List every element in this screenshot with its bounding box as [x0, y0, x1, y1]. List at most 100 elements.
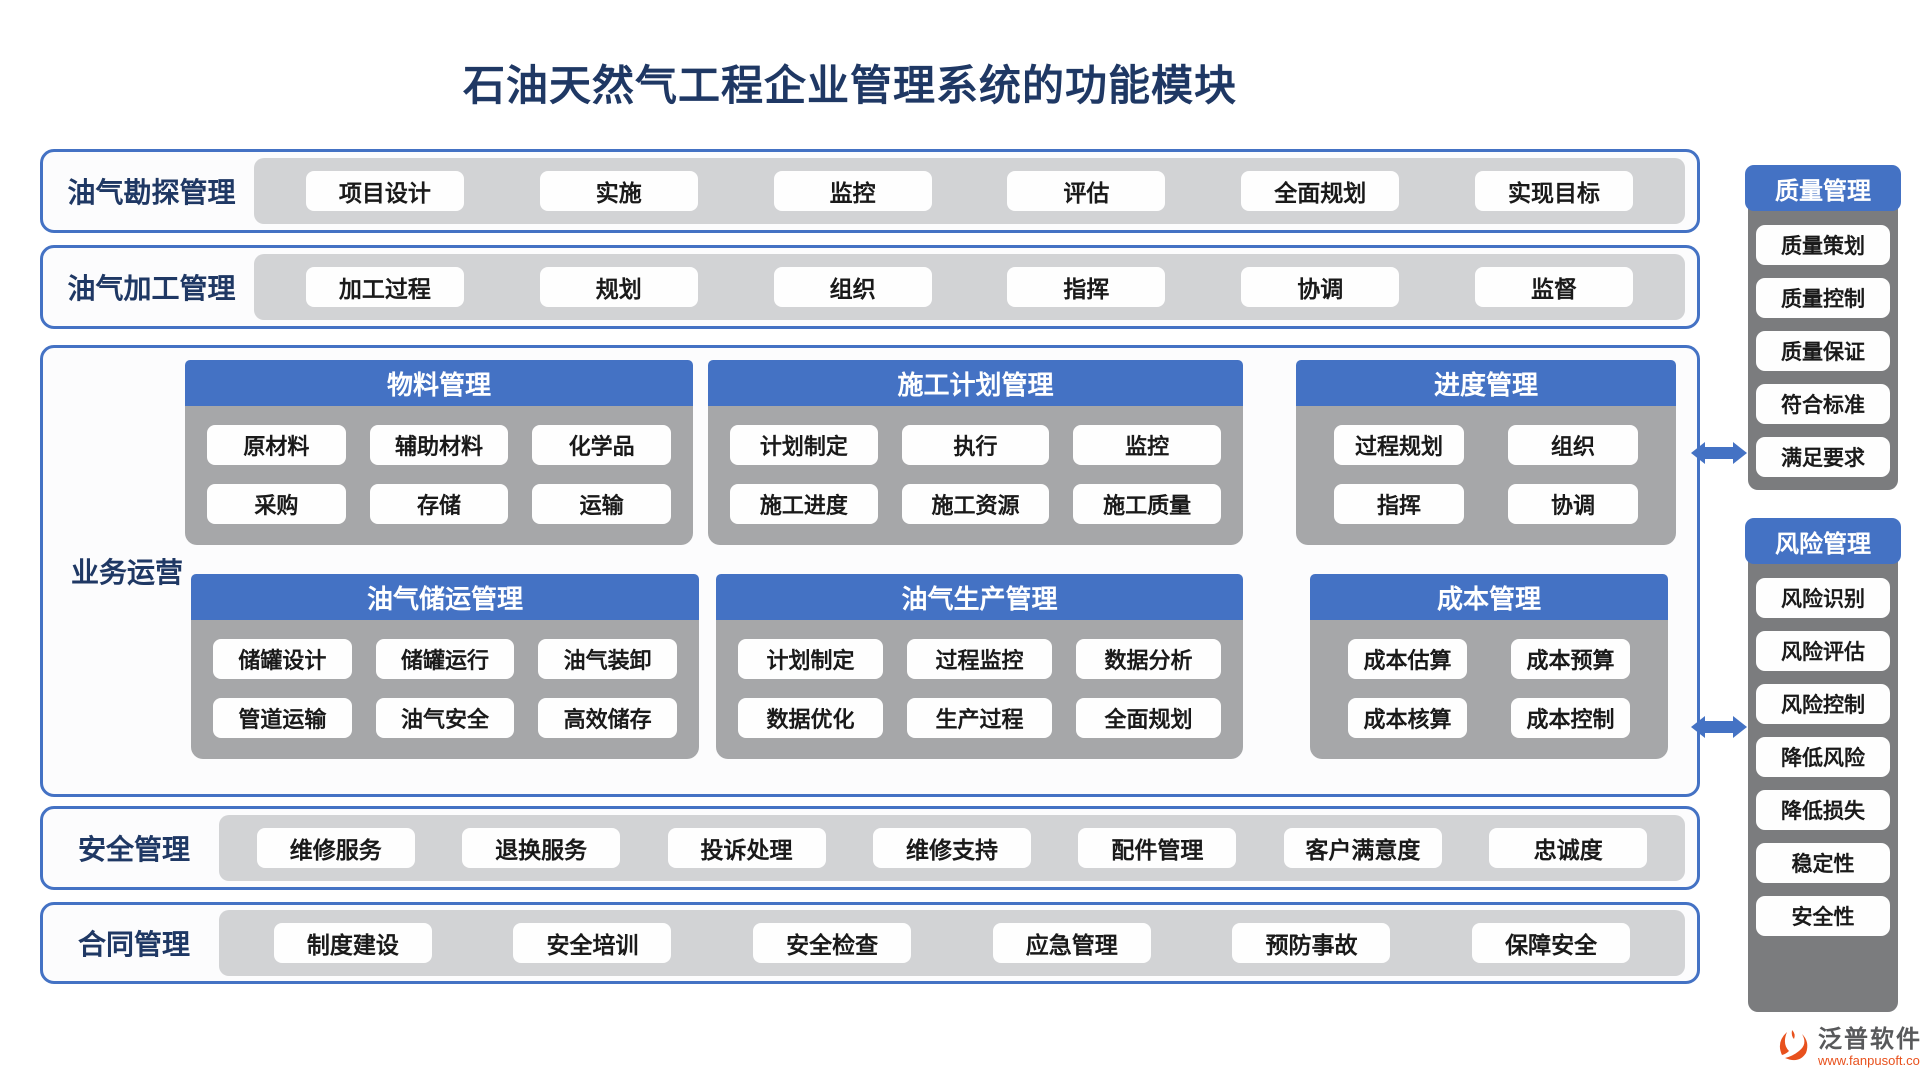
contract-item-button[interactable]: 制度建设: [273, 923, 432, 963]
construction-plan-item-button[interactable]: 计划制定: [730, 425, 878, 465]
row-contract-items: 制度建设 安全培训 安全检查 应急管理 预防事故 保障安全: [219, 910, 1685, 976]
cost-item-button[interactable]: 成本估算: [1348, 639, 1467, 679]
row-safety-label: 安全管理: [77, 834, 190, 865]
quality-item-button[interactable]: 符合标准: [1756, 384, 1890, 424]
safety-item-button[interactable]: 维修服务: [256, 828, 415, 868]
production-item-button[interactable]: 数据优化: [738, 698, 883, 738]
production-item-button[interactable]: 计划制定: [738, 639, 883, 679]
quality-link-arrow-icon: [1691, 434, 1747, 472]
construction-plan-item-button[interactable]: 施工资源: [901, 484, 1050, 524]
material-item-button[interactable]: 辅助材料: [369, 425, 509, 465]
material-item-button[interactable]: 原材料: [207, 425, 346, 465]
material-item-button[interactable]: 存储: [369, 484, 509, 524]
storage-transport-item-button[interactable]: 管道运输: [213, 698, 352, 738]
row-processing-management: 油气加工管理 加工过程 规划 组织 指挥 协调 监督: [40, 245, 1700, 329]
production-item-button[interactable]: 数据分析: [1076, 639, 1221, 679]
block-progress-items: 过程规划 组织指挥 协调: [1296, 406, 1676, 545]
progress-item-button[interactable]: 指挥: [1334, 484, 1464, 524]
processing-item-button[interactable]: 协调: [1241, 267, 1400, 307]
quality-item-button[interactable]: 质量保证: [1756, 331, 1890, 371]
cost-item-button[interactable]: 成本核算: [1348, 698, 1467, 738]
vendor-url[interactable]: www.fanpusoft.com: [1818, 1052, 1920, 1068]
storage-transport-item-button[interactable]: 油气装卸: [538, 639, 677, 679]
row-processing-items: 加工过程 规划 组织 指挥 协调 监督: [254, 254, 1685, 320]
row-contract-management: 合同管理 制度建设安全培训安全检查应急管理预防事故保障安全: [40, 902, 1700, 984]
risk-item-button[interactable]: 风险评估: [1756, 631, 1890, 671]
production-item-button[interactable]: 全面规划: [1076, 698, 1221, 738]
storage-transport-item-button[interactable]: 高效储存: [538, 698, 677, 738]
progress-item-button[interactable]: 组织: [1508, 425, 1638, 465]
contract-item-button[interactable]: 应急管理: [992, 923, 1151, 963]
material-item-button[interactable]: 化学品: [532, 425, 671, 465]
quality-item-button[interactable]: 满足要求: [1756, 437, 1890, 477]
block-production-management: 油气生产管理 计划制定过程监控数据分析数据优化生产过程全面规划: [716, 574, 1243, 759]
safety-item-button[interactable]: 客户满意度: [1283, 828, 1442, 868]
construction-plan-item-button[interactable]: 施工质量: [1073, 484, 1221, 524]
safety-item-button[interactable]: 配件管理: [1078, 828, 1237, 868]
risk-item-button[interactable]: 降低风险: [1756, 737, 1890, 777]
risk-item-button[interactable]: 稳定性: [1756, 843, 1890, 883]
row-exploration-label: 油气勘探管理: [67, 177, 236, 208]
row-safety-items: 维修服务 退换服务 投诉处理 维修支持 配件管理 客户满意度 忠诚度: [219, 815, 1685, 881]
processing-item-button[interactable]: 监督: [1475, 267, 1634, 307]
material-item-button[interactable]: 采购: [207, 484, 346, 524]
storage-transport-item-button[interactable]: 储罐设计: [213, 639, 352, 679]
safety-item-button[interactable]: 退换服务: [462, 828, 621, 868]
progress-item-button[interactable]: 过程规划: [1334, 425, 1464, 465]
block-material-items: 原材料辅助材料化学品采购存储运输: [185, 406, 693, 545]
exploration-item-button[interactable]: 实施: [539, 171, 698, 211]
storage-transport-item-button[interactable]: 储罐运行: [375, 639, 515, 679]
sidebar-quality-items: 质量策划质量控制质量保证符合标准满足要求: [1748, 205, 1898, 490]
construction-plan-item-button[interactable]: 施工进度: [730, 484, 878, 524]
row-safety-management: 安全管理 维修服务 退换服务 投诉处理 维修支持 配件管理 客户满意度 忠诚度: [40, 806, 1700, 890]
quality-item-button[interactable]: 质量策划: [1756, 225, 1890, 265]
quality-item-button[interactable]: 质量控制: [1756, 278, 1890, 318]
block-cost-management: 成本管理 成本估算 成本预算成本核算 成本控制: [1310, 574, 1668, 759]
construction-plan-item-button[interactable]: 执行: [901, 425, 1050, 465]
material-item-button[interactable]: 运输: [532, 484, 671, 524]
contract-item-button[interactable]: 安全培训: [513, 923, 672, 963]
contract-item-button[interactable]: 保障安全: [1472, 923, 1631, 963]
safety-item-button[interactable]: 忠诚度: [1489, 828, 1648, 868]
block-construction-plan-management: 施工计划管理 计划制定执行监控施工进度施工资源施工质量: [708, 360, 1243, 545]
exploration-item-button[interactable]: 监控: [773, 171, 932, 211]
storage-transport-item-button[interactable]: 油气安全: [375, 698, 515, 738]
block-storage-transport-items: 储罐设计储罐运行油气装卸管道运输油气安全高效储存: [191, 620, 699, 759]
risk-item-button[interactable]: 风险控制: [1756, 684, 1890, 724]
contract-item-button[interactable]: 安全检查: [753, 923, 912, 963]
risk-item-button[interactable]: 安全性: [1756, 896, 1890, 936]
contract-item-button[interactable]: 预防事故: [1232, 923, 1391, 963]
processing-item-button[interactable]: 加工过程: [305, 267, 464, 307]
business-operations-label: 业务运营: [70, 557, 183, 588]
risk-item-button[interactable]: 风险识别: [1756, 578, 1890, 618]
block-cost-header: 成本管理: [1310, 574, 1668, 620]
sidebar-quality-management: 质量管理 质量策划质量控制质量保证符合标准满足要求: [1745, 165, 1901, 490]
safety-item-button[interactable]: 维修支持: [872, 828, 1031, 868]
processing-item-button[interactable]: 规划: [539, 267, 698, 307]
sidebar-risk-management: 风险管理 风险识别风险评估风险控制降低风险降低损失稳定性安全性: [1745, 518, 1901, 1012]
processing-item-button[interactable]: 组织: [773, 267, 932, 307]
exploration-item-button[interactable]: 项目设计: [305, 171, 464, 211]
processing-item-button[interactable]: 指挥: [1007, 267, 1166, 307]
section-business-operations: 业务运营 物料管理 原材料辅助材料化学品采购存储运输 施工计划管理 计划制定执行…: [40, 345, 1700, 797]
progress-item-button[interactable]: 协调: [1508, 484, 1638, 524]
row-processing-label: 油气加工管理: [67, 273, 236, 304]
cost-item-button[interactable]: 成本预算: [1511, 639, 1630, 679]
exploration-item-button[interactable]: 评估: [1007, 171, 1166, 211]
block-progress-header: 进度管理: [1296, 360, 1676, 406]
exploration-item-button[interactable]: 实现目标: [1475, 171, 1634, 211]
production-item-button[interactable]: 过程监控: [907, 639, 1052, 679]
block-construction-plan-items: 计划制定执行监控施工进度施工资源施工质量: [708, 406, 1243, 545]
row-exploration-management: 油气勘探管理 项目设计 实施 监控 评估 全面规划 实现目标: [40, 149, 1700, 233]
row-exploration-items: 项目设计 实施 监控 评估 全面规划 实现目标: [254, 158, 1685, 224]
risk-item-button[interactable]: 降低损失: [1756, 790, 1890, 830]
vendor-logo: 泛普软件 www.fanpusoft.com: [1772, 1024, 1920, 1071]
block-production-header: 油气生产管理: [716, 574, 1243, 620]
exploration-item-button[interactable]: 全面规划: [1241, 171, 1400, 211]
page-title: 石油天然气工程企业管理系统的功能模块: [462, 62, 1237, 109]
construction-plan-item-button[interactable]: 监控: [1073, 425, 1221, 465]
vendor-name: 泛普软件: [1818, 1026, 1920, 1054]
production-item-button[interactable]: 生产过程: [907, 698, 1052, 738]
safety-item-button[interactable]: 投诉处理: [667, 828, 826, 868]
cost-item-button[interactable]: 成本控制: [1511, 698, 1630, 738]
